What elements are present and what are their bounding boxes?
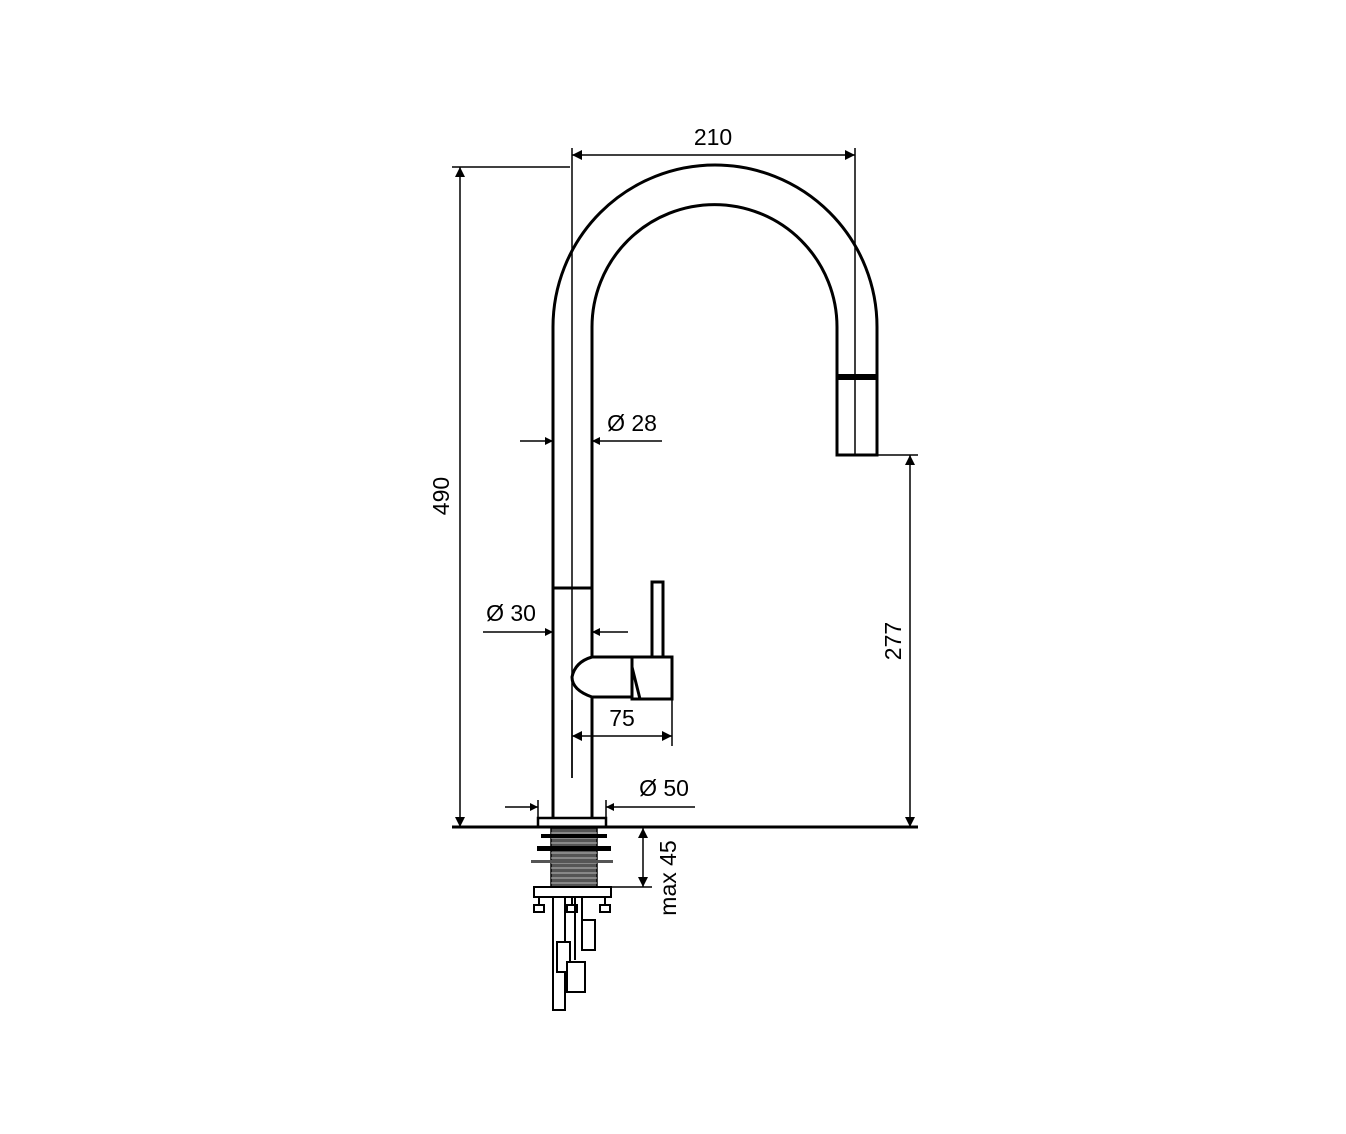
dim-spout-reach: 210: [694, 124, 732, 150]
mounting-assembly: [531, 816, 613, 1011]
dim-total-height: 490: [428, 477, 454, 515]
faucet-spout: [551, 163, 879, 588]
dim-body-diameter: Ø 30: [486, 600, 536, 626]
dim-spout-diameter: Ø 28: [607, 410, 657, 436]
pull-out-head-band: [837, 374, 877, 380]
dim-base-diameter: Ø 50: [639, 775, 689, 801]
dim-max-counter-thickness: max 45: [655, 840, 681, 915]
dim-outlet-height: 277: [880, 622, 906, 660]
dim-lever-offset: 75: [609, 705, 635, 731]
dimension-lines: [452, 148, 918, 888]
mixer-lever: [570, 580, 674, 701]
